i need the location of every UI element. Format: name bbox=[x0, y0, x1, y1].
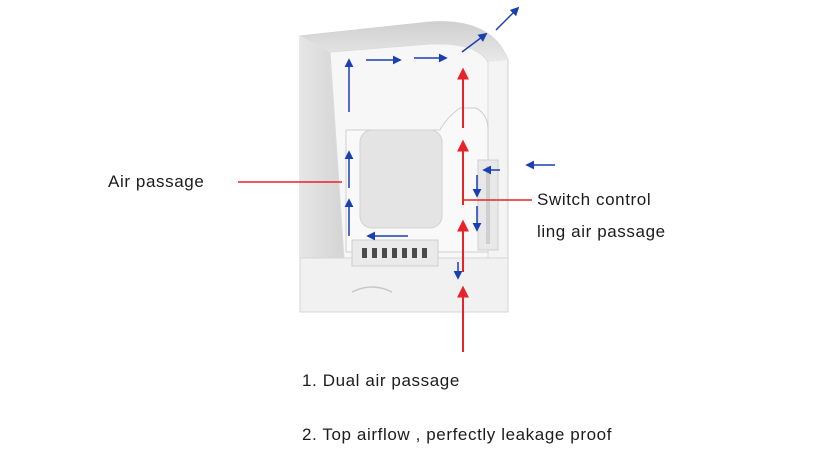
contact-strip bbox=[351, 239, 439, 267]
pod-cartridge bbox=[345, 107, 499, 253]
air-passage-label: Air passage bbox=[108, 172, 205, 191]
switch-control-label-line2: ling air passage bbox=[537, 222, 666, 241]
feature-note-1: 1. Dual air passage bbox=[302, 371, 460, 390]
feature-note-2: 2. Top airflow , perfectly leakage proof bbox=[302, 425, 613, 444]
blue-airflow-arrows bbox=[344, 6, 555, 280]
switch-control-label-line1: Switch control bbox=[537, 190, 652, 209]
